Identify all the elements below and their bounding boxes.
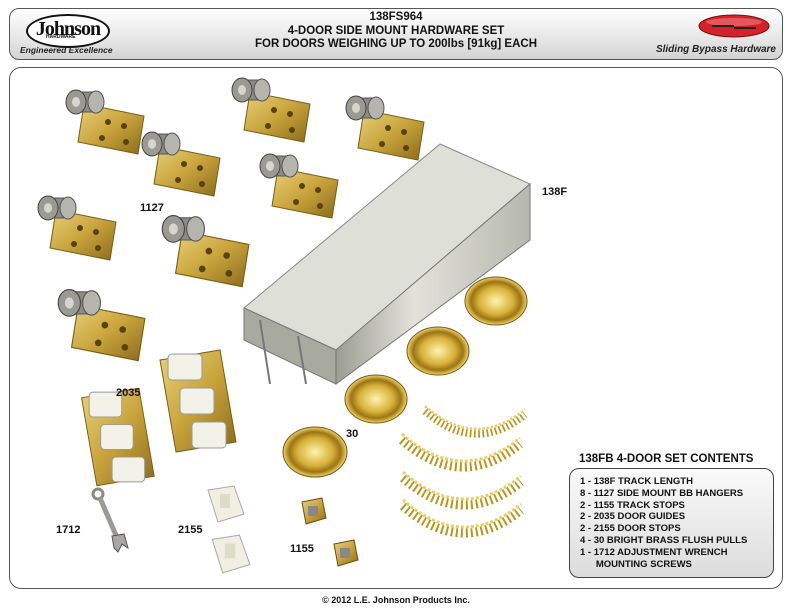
sliding-door-badge-icon [698,14,770,38]
label-1155: 1155 [290,543,314,555]
label-1712: 1712 [56,524,81,536]
logo-tagline: Engineered Excellence [20,45,113,55]
copyright-notice: © 2012 L.E. Johnson Products Inc. [322,595,470,605]
wrench-1712-image [91,487,129,553]
door-stop-2155-image [211,534,251,574]
hanger-1127-image [140,128,230,198]
label-2035: 2035 [116,387,141,399]
category-label: Sliding Bypass Hardware [655,44,776,55]
contents-title: 138FB 4-DOOR SET CONTENTS [579,453,754,465]
track-138f-image [243,143,531,385]
title-line-1: 138FS964 [369,11,423,23]
door-stop-2155-image [207,485,245,523]
label-2155: 2155 [178,524,203,536]
header-banner: Johnson HARDWARE Engineered Excellence 1… [9,8,783,60]
logo-subtext: HARDWARE [46,34,76,40]
contents-list: 1 - 138F TRACK LENGTH 8 - 1127 SIDE MOUN… [569,468,774,578]
contents-item: 2 - 2035 DOOR GUIDES [580,511,686,523]
product-title: 138FS964 4-DOOR SIDE MOUNT HARDWARE SET … [10,11,782,52]
label-30: 30 [346,428,359,440]
flush-pull-30-image [406,326,470,376]
door-guide-2035-image [150,346,240,456]
contents-item: 1 - 138F TRACK LENGTH [580,476,693,487]
track-stop-1155-image [333,539,359,567]
contents-item: 4 - 30 BRIGHT BRASS FLUSH PULLS [580,534,748,546]
contents-item: 8 - 1127 SIDE MOUNT BB HANGERS [580,487,744,499]
contents-item: 2 - 1155 TRACK STOPS [580,499,685,511]
hanger-1127-image [36,192,126,262]
contents-item: 1 - 1712 ADJUSTMENT WRENCH [580,546,728,558]
track-stop-1155-image [301,497,327,525]
logo-wordmark: Johnson [26,14,110,48]
label-1127: 1127 [140,202,164,214]
flush-pull-30-image [344,374,408,424]
contents-item: MOUNTING SCREWS [580,558,692,570]
flush-pull-30-image [464,276,528,326]
contents-item: 2 - 2155 DOOR STOPS [580,523,681,535]
title-line-2: 4-DOOR SIDE MOUNT HARDWARE SET [287,24,505,37]
title-line-3: FOR DOORS WEIGHING UP TO 200lbs [91kg] E… [254,38,537,50]
mounting-screws-image [392,496,532,556]
hanger-1127-image [230,74,320,144]
door-guide-2035-image [72,384,158,490]
flush-pull-30-image [282,426,348,478]
hanger-1127-image [56,284,156,364]
johnson-logo: Johnson HARDWARE Engineered Excellence [18,12,113,56]
label-138f: 138F [542,186,568,198]
